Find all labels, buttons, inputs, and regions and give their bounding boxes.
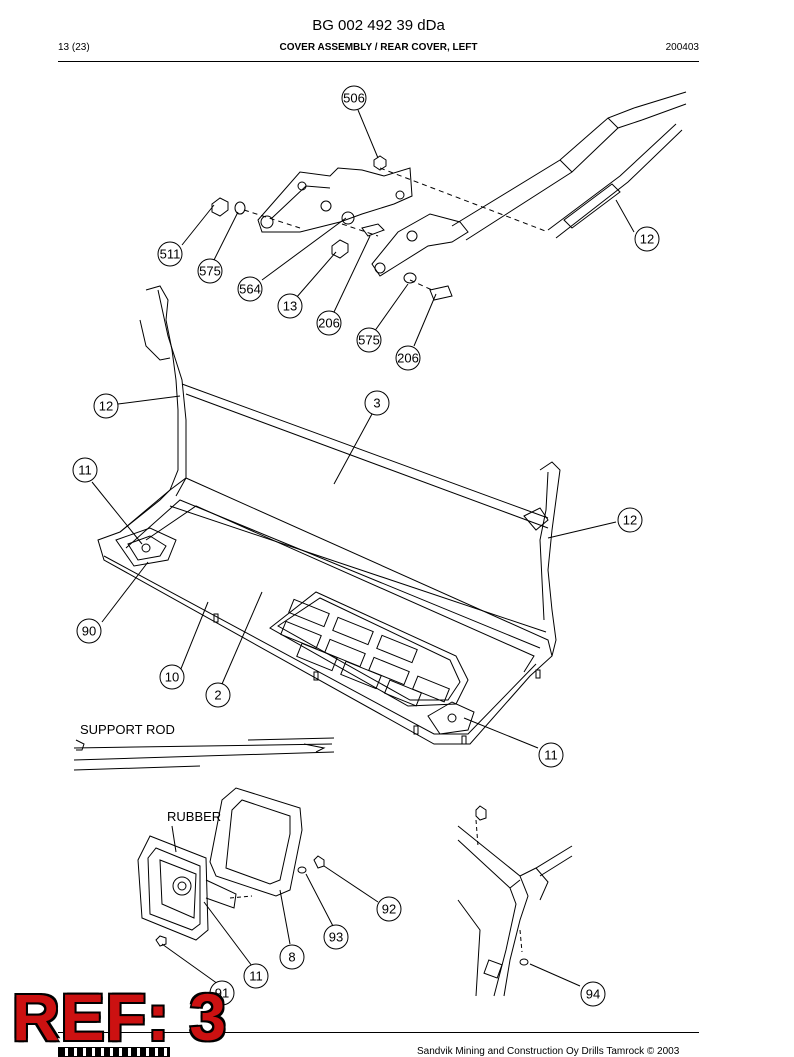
svg-text:11: 11 [544, 748, 558, 763]
callout-3: 3 [364, 390, 390, 416]
svg-text:91: 91 [215, 986, 229, 1001]
callout-90: 90 [76, 618, 102, 644]
footer-rule [58, 1032, 699, 1033]
frame-corner-detail-drawing [457, 805, 573, 997]
callout-506: 506 [341, 85, 367, 111]
svg-text:511: 511 [160, 247, 181, 262]
callout-10: 10 [159, 664, 185, 690]
svg-text:11: 11 [78, 463, 92, 478]
svg-text:12: 12 [99, 399, 113, 414]
svg-text:93: 93 [329, 930, 343, 945]
svg-text:206: 206 [318, 316, 340, 331]
svg-text:90: 90 [82, 624, 96, 639]
document-number: BG 002 492 39 dDa [312, 17, 445, 34]
callout-92: 92 [376, 896, 402, 922]
cover-panel-drawing [97, 285, 561, 745]
support-rod-drawing [73, 737, 335, 771]
svg-text:3: 3 [373, 396, 380, 411]
callout-13: 13 [277, 293, 303, 319]
rubber-latch-detail-drawing [137, 787, 325, 947]
rubber-label: RUBBER [167, 809, 221, 824]
callout-575: 575 [197, 258, 223, 284]
hinge-assembly-drawing [211, 91, 687, 301]
callout-91: 91 [209, 980, 235, 1006]
svg-text:11: 11 [249, 969, 263, 984]
svg-text:8: 8 [288, 950, 295, 965]
callout-511: 511 [157, 241, 183, 267]
callout-94: 94 [580, 981, 606, 1007]
callout-93: 93 [323, 924, 349, 950]
svg-text:575: 575 [358, 333, 380, 348]
svg-text:94: 94 [586, 987, 600, 1002]
callout-575: 575 [356, 327, 382, 353]
document-date: 200403 [665, 42, 699, 53]
callout-12: 12 [93, 393, 119, 419]
svg-text:92: 92 [382, 902, 396, 917]
svg-text:2: 2 [214, 688, 221, 703]
callout-12: 12 [634, 226, 660, 252]
callout-11: 11 [538, 742, 564, 768]
footer-copyright: Sandvik Mining and Construction Oy Drill… [417, 1046, 680, 1057]
svg-text:12: 12 [623, 513, 637, 528]
svg-text:564: 564 [239, 282, 261, 297]
callout-11: 11 [243, 963, 269, 989]
callout-11: 11 [72, 457, 98, 483]
callout-564: 564 [237, 276, 263, 302]
svg-text:506: 506 [343, 91, 365, 106]
callout-8: 8 [279, 944, 305, 970]
callout-2: 2 [205, 682, 231, 708]
reference-stamp: REF: 3 [12, 980, 228, 1054]
callout-206: 206 [395, 345, 421, 371]
page-number: 13 (23) [58, 42, 90, 53]
svg-text:206: 206 [397, 351, 419, 366]
svg-text:575: 575 [199, 264, 221, 279]
page-title: COVER ASSEMBLY / REAR COVER, LEFT [279, 42, 478, 53]
svg-text:10: 10 [165, 670, 179, 685]
svg-text:13: 13 [283, 299, 297, 314]
svg-text:12: 12 [640, 232, 654, 247]
support-rod-label: SUPPORT ROD [80, 722, 175, 737]
header-rule [58, 61, 699, 62]
callout-206: 206 [316, 310, 342, 336]
callout-12: 12 [617, 507, 643, 533]
